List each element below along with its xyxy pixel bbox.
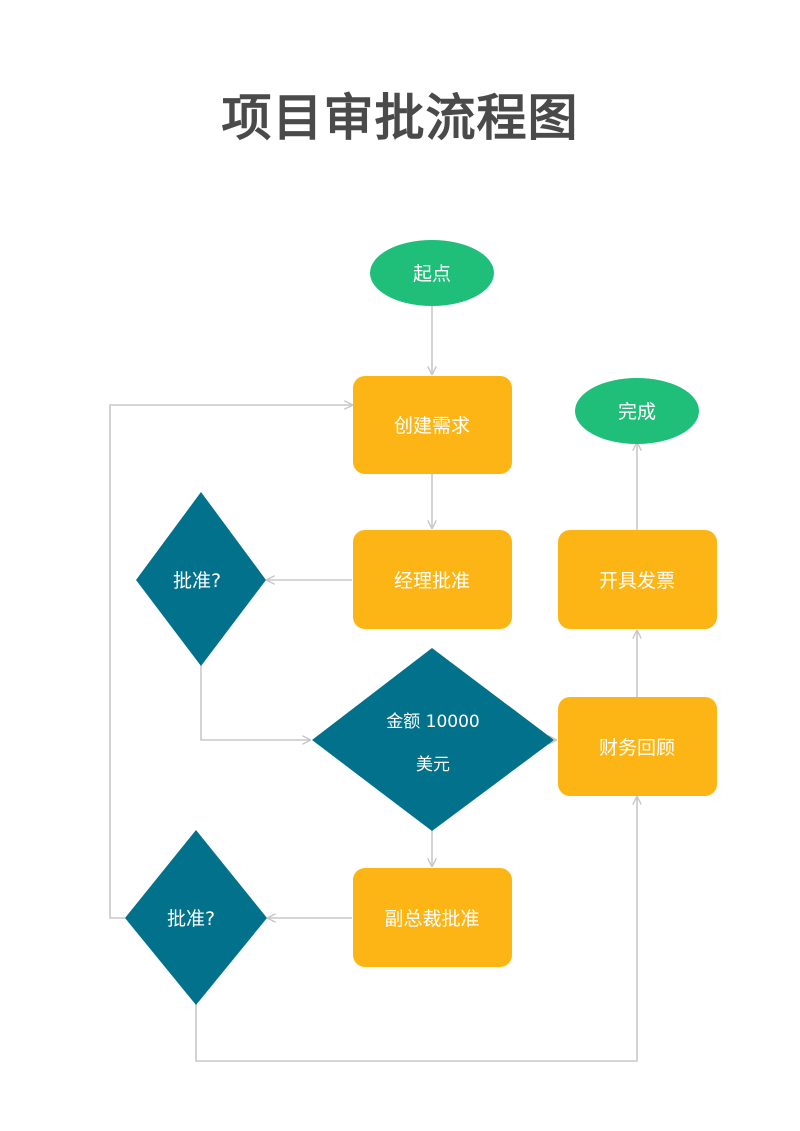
issue-invoice-label: 开具发票 [599,570,675,592]
amount-decision-line2: 美元 [416,755,450,775]
create-request-node: 创建需求 [353,376,512,474]
connectors [109,306,637,1062]
vp-approval-label: 副总裁批准 [384,908,479,930]
approved-decision-1-label: 批准? [173,570,221,592]
approved-decision-2-label: 批准? [167,908,215,930]
connector-approved2-to-finance [195,797,637,1062]
issue-invoice-node: 开具发票 [558,530,717,629]
finance-review-node: 财务回顾 [558,697,717,796]
approved-decision-2: 批准? [125,830,267,1005]
connector-approved2-loop-to-create [109,405,352,919]
start-label: 起点 [413,263,451,285]
approved-decision-1: 批准? [136,492,266,666]
vp-approval-node: 副总裁批准 [353,868,512,967]
amount-decision-line1: 金额 10000 [386,712,479,732]
start-node: 起点 [370,240,494,306]
page-title: 项目审批流程图 [221,89,579,147]
finance-review-label: 财务回顾 [599,737,675,759]
done-label: 完成 [618,401,656,423]
amount-decision: 金额 10000 美元 [312,648,554,831]
create-request-label: 创建需求 [394,415,470,437]
done-node: 完成 [575,378,699,444]
manager-approval-label: 经理批准 [394,570,470,592]
manager-approval-node: 经理批准 [353,530,512,629]
connector-approved1-to-amount [200,665,310,740]
